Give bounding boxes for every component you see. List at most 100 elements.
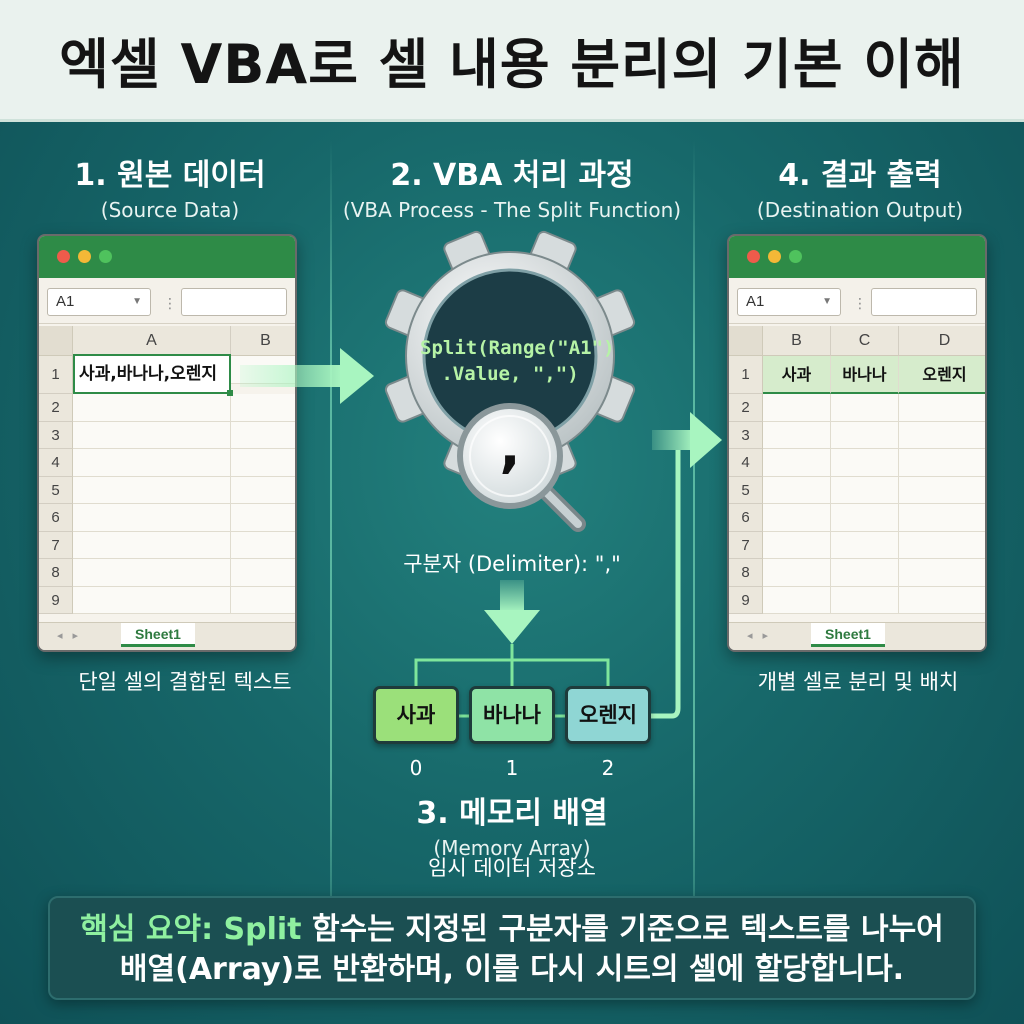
- cell[interactable]: [763, 421, 831, 449]
- summary-keyword: Split: [223, 912, 302, 947]
- cell[interactable]: [73, 476, 231, 504]
- cell[interactable]: [831, 586, 899, 614]
- close-dot-icon[interactable]: [57, 250, 70, 263]
- memory-caption: 임시 데이터 저장소: [428, 856, 596, 880]
- formula-input[interactable]: [181, 288, 287, 316]
- cell[interactable]: [231, 394, 295, 422]
- cell[interactable]: [231, 421, 295, 449]
- cell[interactable]: [831, 476, 899, 504]
- cell[interactable]: [831, 504, 899, 532]
- array-index: 1: [505, 756, 519, 780]
- sheet-tab[interactable]: Sheet1: [811, 623, 885, 647]
- row-header[interactable]: 4: [39, 449, 73, 477]
- sheet-nav-arrows-icon[interactable]: ◂▸: [57, 629, 89, 642]
- row-header[interactable]: 5: [39, 476, 73, 504]
- cell[interactable]: [231, 586, 295, 614]
- cell[interactable]: [899, 449, 985, 477]
- row-header[interactable]: 1: [729, 356, 763, 394]
- source-caption: 단일 셀의 결합된 텍스트: [78, 670, 292, 694]
- maximize-dot-icon[interactable]: [789, 250, 802, 263]
- cell[interactable]: [73, 421, 231, 449]
- minimize-dot-icon[interactable]: [78, 250, 91, 263]
- cell[interactable]: [73, 394, 231, 422]
- arrow-process-to-memory: [484, 580, 540, 644]
- cell[interactable]: [231, 531, 295, 559]
- cell[interactable]: [73, 559, 231, 587]
- summary-line-1-rest: 함수는 지정된 구분자를 기준으로 텍스트를 나누어: [301, 912, 944, 947]
- row-header[interactable]: 2: [39, 394, 73, 422]
- row-header[interactable]: 8: [729, 559, 763, 587]
- maximize-dot-icon[interactable]: [99, 250, 112, 263]
- row-header[interactable]: 7: [39, 531, 73, 559]
- summary-line-2: 배열(Array)로 반환하며, 이를 다시 시트의 셀에 할당합니다.: [119, 952, 905, 987]
- cell[interactable]: [899, 559, 985, 587]
- cell[interactable]: [231, 504, 295, 532]
- cell[interactable]: [899, 504, 985, 532]
- formula-input[interactable]: [871, 288, 977, 316]
- output-subheading: (Destination Output): [756, 198, 964, 222]
- name-box[interactable]: A1▼: [737, 288, 841, 316]
- cell[interactable]: [899, 421, 985, 449]
- cell[interactable]: [899, 531, 985, 559]
- cell[interactable]: [231, 449, 295, 477]
- sheet-tab[interactable]: Sheet1: [121, 623, 195, 647]
- cell[interactable]: [763, 476, 831, 504]
- cell[interactable]: [831, 449, 899, 477]
- row-header[interactable]: 2: [729, 394, 763, 422]
- minimize-dot-icon[interactable]: [768, 250, 781, 263]
- row-header[interactable]: 9: [39, 586, 73, 614]
- cell[interactable]: [763, 531, 831, 559]
- column-header-b[interactable]: B: [763, 326, 831, 356]
- code-line-2: .Value, ","): [441, 363, 579, 385]
- row-header[interactable]: 7: [729, 531, 763, 559]
- row-header[interactable]: 1: [39, 356, 73, 394]
- cell[interactable]: [831, 394, 899, 422]
- chevron-down-icon: ▼: [132, 296, 142, 307]
- row-header[interactable]: 8: [39, 559, 73, 587]
- row-header[interactable]: 3: [39, 421, 73, 449]
- cell[interactable]: [831, 531, 899, 559]
- cell[interactable]: [831, 421, 899, 449]
- cell[interactable]: [831, 559, 899, 587]
- cell[interactable]: [899, 476, 985, 504]
- sheet-nav-arrows-icon[interactable]: ◂▸: [747, 629, 779, 642]
- row-header[interactable]: 9: [729, 586, 763, 614]
- fill-handle[interactable]: [227, 390, 233, 396]
- column-header-c[interactable]: C: [831, 326, 899, 356]
- comma-glyph: ,: [499, 415, 521, 480]
- column-header-d[interactable]: D: [899, 326, 985, 356]
- row-header[interactable]: 3: [729, 421, 763, 449]
- cell[interactable]: [763, 504, 831, 532]
- select-all-corner[interactable]: [39, 326, 73, 356]
- result-cell[interactable]: 바나나: [831, 356, 899, 394]
- memory-subheading: (Memory Array): [433, 836, 591, 860]
- row-header[interactable]: 6: [39, 504, 73, 532]
- cell[interactable]: [763, 394, 831, 422]
- cell[interactable]: [231, 559, 295, 587]
- cell[interactable]: [763, 449, 831, 477]
- cell[interactable]: [231, 476, 295, 504]
- cell[interactable]: [763, 586, 831, 614]
- select-all-corner[interactable]: [729, 326, 763, 356]
- cell[interactable]: [73, 504, 231, 532]
- cell[interactable]: [73, 586, 231, 614]
- memory-tree-connector: [414, 644, 610, 718]
- cell-a1[interactable]: 사과,바나나,오렌지: [73, 354, 233, 396]
- source-heading: 1. 원본 데이터: [74, 158, 266, 193]
- cell[interactable]: [73, 531, 231, 559]
- row-header[interactable]: 6: [729, 504, 763, 532]
- cell[interactable]: [899, 394, 985, 422]
- column-header-b[interactable]: B: [231, 326, 295, 356]
- name-box[interactable]: A1▼: [47, 288, 151, 316]
- process-heading: 2. VBA 처리 과정: [390, 158, 634, 193]
- cell[interactable]: [73, 449, 231, 477]
- close-dot-icon[interactable]: [747, 250, 760, 263]
- cell[interactable]: [899, 586, 985, 614]
- result-cell[interactable]: 오렌지: [899, 356, 985, 394]
- row-header[interactable]: 4: [729, 449, 763, 477]
- row-header[interactable]: 5: [729, 476, 763, 504]
- memory-heading-block: 3. 메모리 배열 (Memory Array): [340, 788, 684, 860]
- result-cell[interactable]: 사과: [763, 356, 831, 394]
- cell[interactable]: [763, 559, 831, 587]
